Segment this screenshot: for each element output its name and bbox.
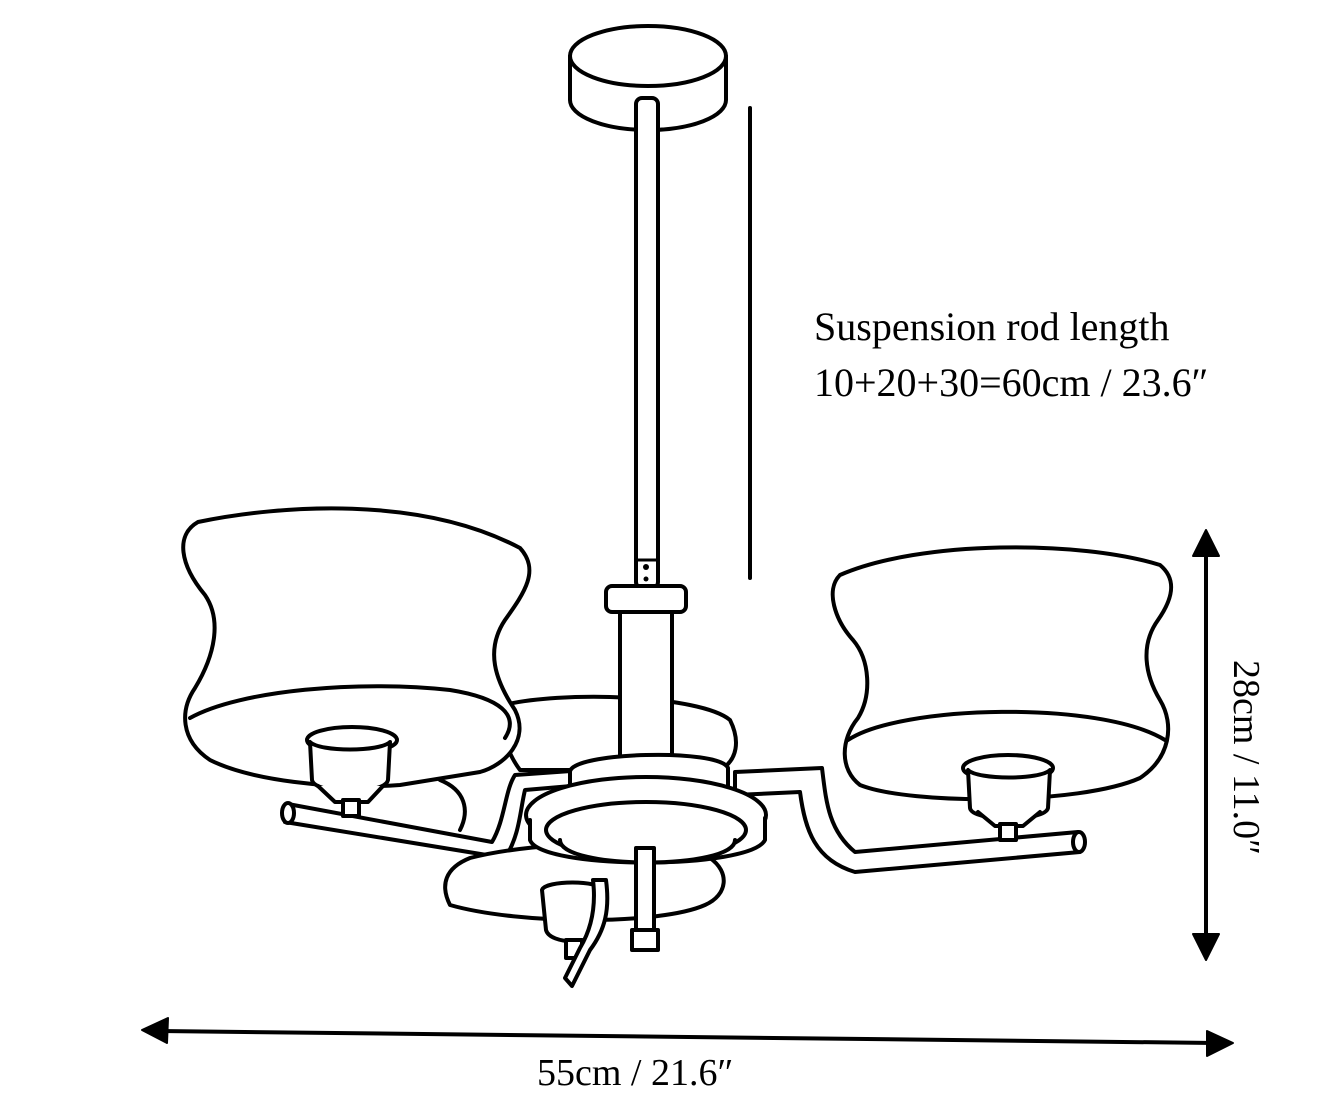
right-arm <box>733 766 1087 874</box>
left-lamp-shade <box>181 506 532 832</box>
bottom-socket <box>540 878 610 988</box>
finial <box>630 846 660 952</box>
left-socket <box>305 725 399 818</box>
height-label: 28cm / 11.0″ <box>1225 660 1267 855</box>
right-lamp-shade <box>830 545 1174 802</box>
width-dimension-arrow <box>141 1017 1234 1057</box>
suspension-rod <box>634 96 660 590</box>
height-dimension-arrow <box>1192 529 1220 961</box>
rod-length-value: 10+20+30=60cm / 23.6″ <box>814 360 1208 405</box>
right-socket <box>961 753 1055 842</box>
width-label: 55cm / 21.6″ <box>537 1052 733 1094</box>
rod-length-title: Suspension rod length <box>814 304 1170 349</box>
ceiling-canopy <box>568 24 728 132</box>
center-hub <box>524 584 768 865</box>
